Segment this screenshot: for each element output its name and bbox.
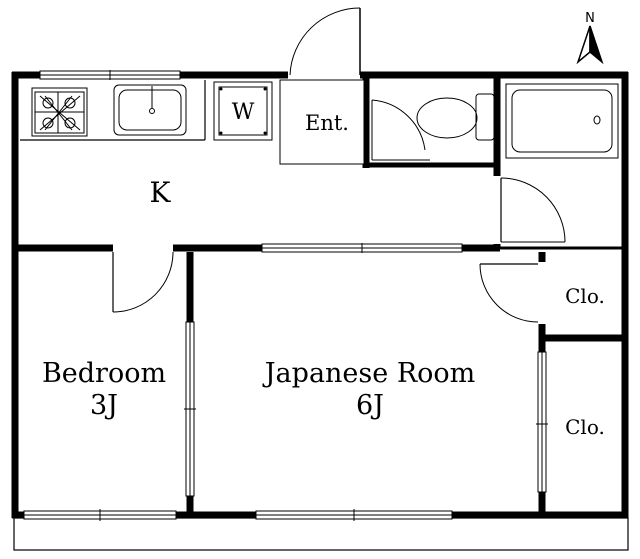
bedroom-sliding-door bbox=[184, 321, 196, 497]
washer: W bbox=[213, 81, 273, 141]
bedroom-label: Bedroom bbox=[42, 358, 166, 389]
toilet-icon bbox=[371, 93, 495, 161]
japanese-room-label: Japanese Room bbox=[262, 358, 476, 389]
closet-lower-label: Clo. bbox=[565, 415, 605, 439]
kitchen-window bbox=[39, 70, 181, 80]
compass-letter: N bbox=[585, 11, 595, 26]
balcony bbox=[13, 517, 629, 551]
closet-upper-label: Clo. bbox=[565, 284, 605, 308]
bedroom-door bbox=[112, 244, 174, 313]
japanese-room-closet-door bbox=[479, 262, 546, 324]
entrance-floor bbox=[279, 79, 365, 165]
bathtub-icon bbox=[505, 83, 619, 159]
stove-icon bbox=[31, 87, 88, 137]
japanese-room-size: 6J bbox=[356, 390, 384, 421]
bathroom-door bbox=[493, 176, 566, 244]
washer-label: W bbox=[232, 100, 255, 125]
kitchen-label: K bbox=[150, 176, 172, 209]
japanese-room-window bbox=[255, 509, 453, 521]
kitchen-counter bbox=[20, 80, 206, 141]
entrance-door bbox=[288, 7, 361, 80]
closet-sliding-door bbox=[536, 351, 548, 493]
north-arrow-icon: N bbox=[576, 11, 604, 65]
entrance-label: Ent. bbox=[305, 111, 349, 135]
sink-icon bbox=[113, 84, 187, 136]
bedroom-window bbox=[23, 509, 177, 521]
bedroom-size: 3J bbox=[90, 390, 118, 421]
kitchen-sliding-door bbox=[261, 243, 463, 253]
